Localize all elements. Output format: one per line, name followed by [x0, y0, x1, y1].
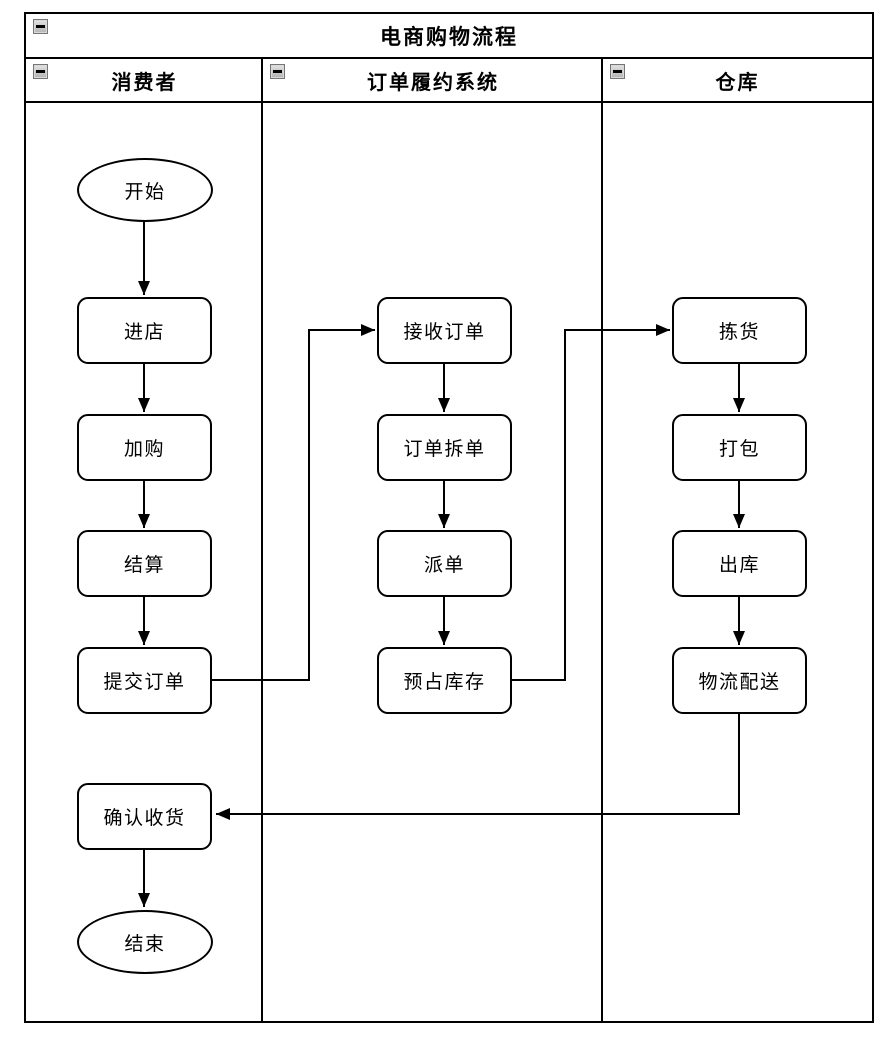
node-label: 拣货	[718, 322, 760, 343]
node-label: 开始	[124, 181, 166, 203]
node-start[interactable]: 开始	[77, 158, 213, 222]
node-add-to-cart[interactable]: 加购	[77, 414, 212, 481]
node-label: 出库	[718, 555, 760, 576]
node-reserve-stock[interactable]: 预占库存	[377, 647, 512, 714]
minus-icon	[36, 70, 45, 73]
node-receive-order[interactable]: 接收订单	[377, 297, 512, 364]
node-checkout[interactable]: 结算	[77, 530, 212, 597]
pool-title-bar: 电商购物流程	[26, 14, 872, 59]
node-outbound[interactable]: 出库	[672, 530, 807, 597]
lane-header-consumer[interactable]: 消费者	[26, 59, 263, 101]
node-pack[interactable]: 打包	[672, 414, 807, 481]
lane-divider	[261, 59, 263, 1021]
collapse-lane-consumer-button[interactable]	[33, 64, 48, 79]
node-split-order[interactable]: 订单拆单	[377, 414, 512, 481]
node-label: 结算	[123, 555, 165, 576]
node-label: 打包	[718, 439, 760, 460]
node-label: 结束	[124, 933, 166, 955]
node-label: 进店	[123, 322, 165, 343]
collapse-lane-fulfillment-button[interactable]	[270, 64, 285, 79]
node-label: 确认收货	[103, 808, 186, 829]
node-label: 订单拆单	[403, 439, 486, 460]
node-pick[interactable]: 拣货	[672, 297, 807, 364]
pool-title: 电商购物流程	[380, 25, 518, 49]
minus-icon	[36, 25, 45, 28]
lane-header-row: 消费者 订单履约系统 仓库	[26, 59, 872, 103]
node-confirm-receipt[interactable]: 确认收货	[77, 783, 212, 850]
minus-icon	[273, 70, 282, 73]
node-logistics[interactable]: 物流配送	[672, 647, 807, 714]
node-label: 接收订单	[403, 322, 486, 343]
minus-icon	[613, 70, 622, 73]
node-end[interactable]: 结束	[77, 910, 213, 974]
node-dispatch-order[interactable]: 派单	[377, 530, 512, 597]
node-label: 加购	[123, 439, 165, 460]
lane-label: 订单履约系统	[367, 71, 499, 94]
lane-label: 仓库	[715, 71, 760, 94]
node-label: 物流配送	[698, 672, 781, 693]
node-label: 提交订单	[103, 672, 186, 693]
lane-divider	[601, 59, 603, 1021]
collapse-lane-warehouse-button[interactable]	[610, 64, 625, 79]
node-submit-order[interactable]: 提交订单	[77, 647, 212, 714]
lane-label: 消费者	[111, 71, 178, 94]
node-label: 派单	[423, 555, 465, 576]
lane-header-fulfillment[interactable]: 订单履约系统	[263, 59, 603, 101]
lane-header-warehouse[interactable]: 仓库	[603, 59, 872, 101]
node-enter-store[interactable]: 进店	[77, 297, 212, 364]
collapse-pool-button[interactable]	[33, 19, 48, 34]
node-label: 预占库存	[403, 672, 486, 693]
